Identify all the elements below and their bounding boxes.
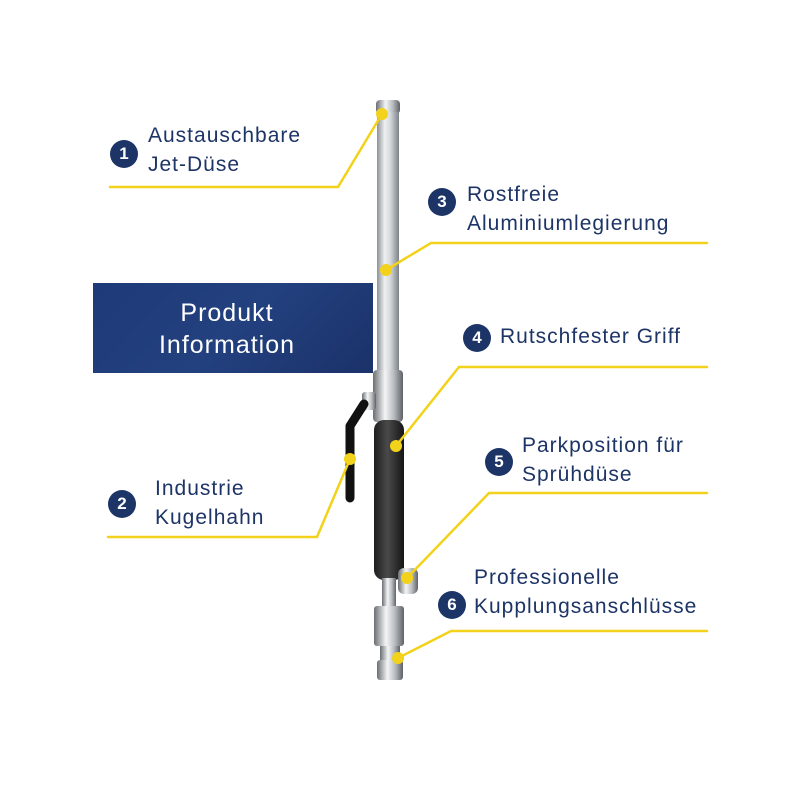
- feature-label-2: Industrie Kugelhahn: [155, 474, 264, 532]
- feature-label-5-line-2: Sprühdüse: [522, 463, 633, 486]
- callout-dot-1: [376, 108, 388, 120]
- feature-label-6-line-2: Kupplungsanschlüsse: [474, 595, 698, 618]
- feature-label-4: Rutschfester Griff: [500, 322, 681, 351]
- feature-label-5-line-1: Parkposition für: [522, 434, 684, 457]
- spray-lance-image: [345, 100, 418, 680]
- banner-title-line-2: Information: [158, 331, 296, 359]
- product-info-banner: [93, 283, 373, 373]
- callout-line-3: [384, 241, 709, 272]
- ball-valve-body: [373, 370, 403, 422]
- feature-label-1-line-2: Jet-Düse: [148, 153, 241, 176]
- feature-number-badge-2: 2: [108, 490, 136, 518]
- callout-dots: [344, 108, 413, 664]
- feature-label-4-line-1: Rutschfester Griff: [500, 325, 681, 348]
- feature-label-2-line-1: Industrie: [155, 477, 245, 500]
- callout-dot-4: [390, 440, 402, 452]
- callout-dot-6: [392, 652, 404, 664]
- banner-title: Produkt Information: [93, 297, 361, 361]
- feature-number-badge-4: 4: [463, 324, 491, 352]
- feature-number-badge-1: 1: [110, 140, 138, 168]
- valve-lever: [345, 399, 369, 503]
- feature-label-1-line-1: Austauschbare: [148, 124, 302, 147]
- feature-number-badge-3: 3: [428, 188, 456, 216]
- feature-label-3-line-2: Aluminiumlegierung: [467, 212, 670, 235]
- callout-line-5: [405, 491, 709, 580]
- callout-line-4: [394, 365, 709, 448]
- callout-lines: [106, 112, 709, 660]
- callout-dot-2: [344, 453, 356, 465]
- aluminium-tube: [377, 112, 399, 370]
- callout-line-1: [108, 112, 384, 189]
- feature-label-5: Parkposition für Sprühdüse: [522, 431, 684, 489]
- callout-dot-5: [401, 572, 413, 584]
- banner-title-line-1: Produkt: [180, 299, 274, 327]
- feature-label-6-line-1: Professionelle: [474, 566, 620, 589]
- feature-label-3-line-1: Rostfreie: [467, 183, 561, 206]
- feature-label-3: Rostfreie Aluminiumlegierung: [467, 180, 669, 238]
- callout-line-2: [106, 457, 352, 539]
- feature-label-1: Austauschbare Jet-Düse: [148, 121, 301, 179]
- feature-number-badge-6: 6: [438, 591, 466, 619]
- callout-dot-3: [380, 264, 392, 276]
- feature-label-2-line-2: Kugelhahn: [155, 506, 265, 529]
- feature-label-6: Professionelle Kupplungsanschlüsse: [474, 563, 697, 621]
- feature-number-badge-5: 5: [485, 448, 513, 476]
- callout-line-6: [396, 629, 709, 660]
- coupling-nut: [374, 606, 404, 646]
- rubber-grip: [374, 420, 404, 580]
